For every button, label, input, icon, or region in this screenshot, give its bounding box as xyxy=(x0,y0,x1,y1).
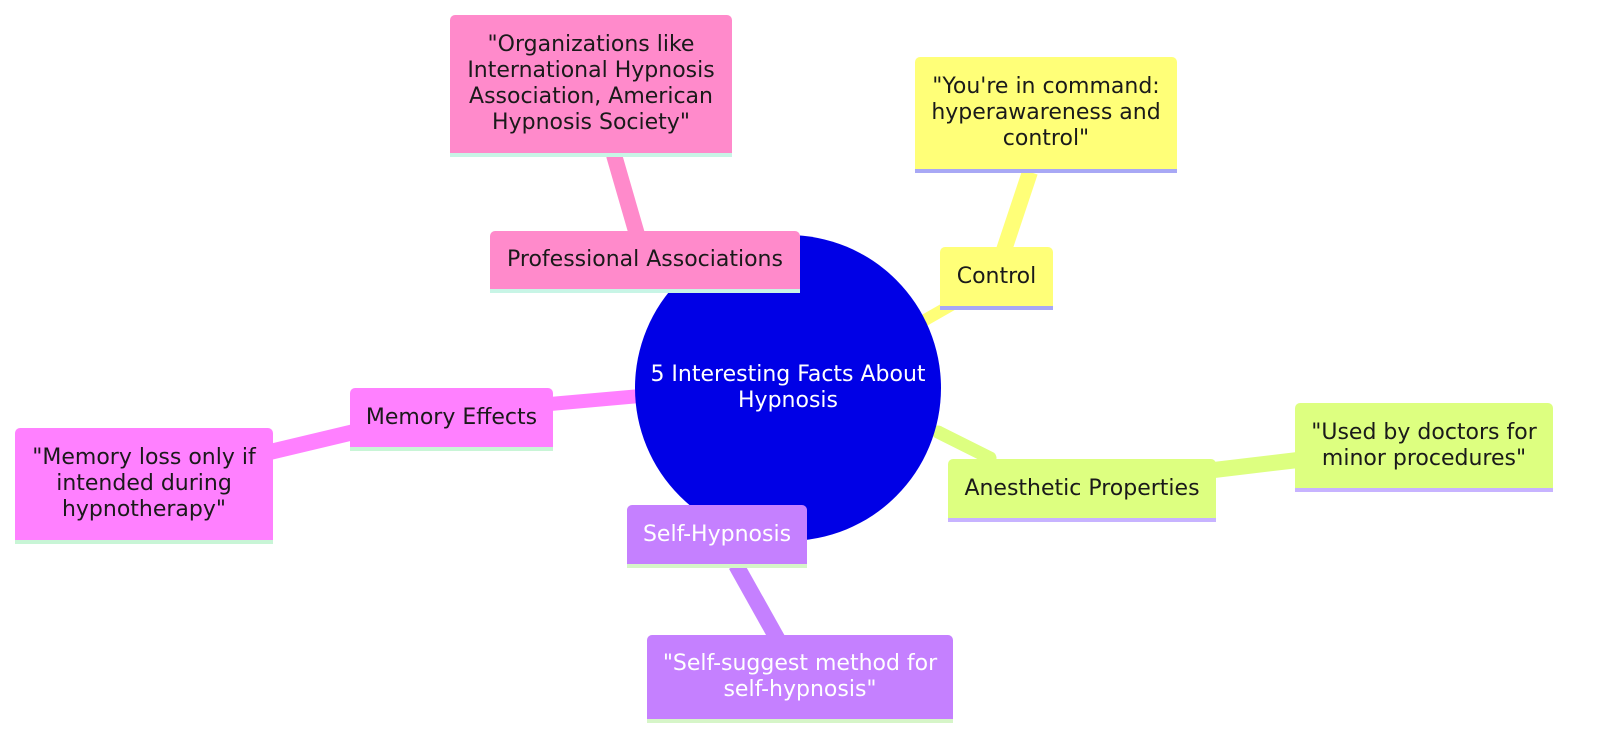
edge-root-memory xyxy=(549,389,641,411)
detail-control-text: "You're in command: hyperawareness and c… xyxy=(931,74,1161,151)
edge-control-detail xyxy=(996,169,1038,253)
detail-anesthetic-properties[interactable]: "Used by doctors for minor procedures" xyxy=(1295,403,1553,492)
branch-self-hypnosis-label: Self-Hypnosis xyxy=(642,521,792,547)
detail-self-hypnosis[interactable]: "Self-suggest method for self-hypnosis" xyxy=(647,635,953,723)
branch-memory-effects[interactable]: Memory Effects xyxy=(350,388,553,451)
detail-memory-effects[interactable]: "Memory loss only if intended during hyp… xyxy=(15,428,273,544)
detail-control[interactable]: "You're in command: hyperawareness and c… xyxy=(915,57,1177,173)
root-node-label: 5 Interesting Facts About Hypnosis xyxy=(650,362,926,413)
edge-anesthetic-detail xyxy=(1213,452,1299,478)
edge-root-anesthetic xyxy=(931,425,997,465)
detail-professional-associations-text: "Organizations like International Hypnos… xyxy=(467,32,715,135)
edge-memory-detail xyxy=(268,424,356,460)
branch-professional-associations[interactable]: Professional Associations xyxy=(490,231,800,293)
branch-memory-effects-label: Memory Effects xyxy=(365,404,538,430)
branch-control-label: Control xyxy=(956,263,1037,289)
edge-professional-detail xyxy=(606,152,646,241)
detail-professional-associations[interactable]: "Organizations like International Hypnos… xyxy=(450,15,732,157)
branch-control[interactable]: Control xyxy=(940,247,1053,310)
detail-memory-effects-text: "Memory loss only if intended during hyp… xyxy=(32,445,256,522)
branch-anesthetic-properties[interactable]: Anesthetic Properties xyxy=(948,459,1216,522)
detail-self-hypnosis-text: "Self-suggest method for self-hypnosis" xyxy=(662,651,938,702)
branch-self-hypnosis[interactable]: Self-Hypnosis xyxy=(627,505,807,568)
branch-anesthetic-properties-label: Anesthetic Properties xyxy=(964,475,1200,501)
branch-professional-associations-label: Professional Associations xyxy=(507,247,783,272)
detail-anesthetic-properties-text: "Used by doctors for minor procedures" xyxy=(1311,419,1537,471)
edge-selfhypnosis-detail xyxy=(729,561,785,644)
